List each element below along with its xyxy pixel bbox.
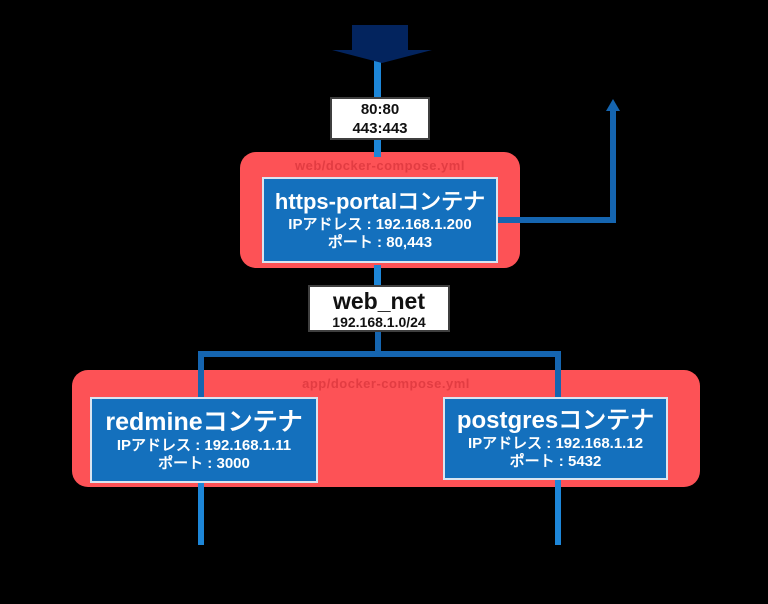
- connector-portal-to-network: [374, 265, 381, 286]
- connector-portal-out-vertical: [610, 110, 616, 223]
- connector-portal-out-horizontal: [498, 217, 616, 223]
- connector-network-to-bus: [375, 330, 381, 357]
- node-https-portal: https-portalコンテナ IPアドレス : 192.168.1.200 …: [262, 177, 498, 263]
- port-mapping-line1: 80:80: [360, 100, 400, 118]
- https-portal-ip: IPアドレス : 192.168.1.200: [288, 216, 472, 233]
- up-arrowhead-icon: [606, 99, 620, 111]
- connector-bus-to-postgres: [555, 351, 561, 399]
- postgres-title: postgresコンテナ: [456, 407, 655, 434]
- redmine-ip: IPアドレス : 192.168.1.11: [116, 437, 292, 454]
- port-mapping-label: 80:80 443:443: [330, 97, 430, 140]
- node-postgres: postgresコンテナ IPアドレス : 192.168.1.12 ポート :…: [443, 397, 668, 480]
- redmine-port: ポート : 3000: [158, 455, 250, 472]
- connector-bus-to-redmine: [198, 351, 204, 399]
- port-mapping-line2: 443:443: [352, 119, 408, 137]
- compose-group-web-label: web/docker-compose.yml: [295, 158, 465, 173]
- postgres-ip: IPアドレス : 192.168.1.12: [467, 435, 644, 452]
- network-label-web-net: web_net 192.168.1.0/24: [308, 285, 450, 332]
- network-subnet: 192.168.1.0/24: [332, 313, 426, 330]
- redmine-title: redmineコンテナ: [105, 408, 303, 436]
- connector-redmine-down: [198, 480, 204, 545]
- https-portal-port: ポート : 80,443: [327, 234, 433, 251]
- inbound-traffic-arrow-icon: [332, 25, 432, 63]
- https-portal-title: https-portalコンテナ: [274, 189, 486, 214]
- connector-bus-horizontal: [198, 351, 561, 357]
- node-redmine: redmineコンテナ IPアドレス : 192.168.1.11 ポート : …: [90, 397, 318, 483]
- connector-postgres-down: [555, 478, 561, 545]
- postgres-port: ポート : 5432: [509, 453, 602, 470]
- network-name: web_net: [332, 287, 426, 314]
- compose-group-app-label: app/docker-compose.yml: [302, 376, 470, 391]
- connector-ports-to-portal: [374, 140, 381, 157]
- connector-arrow-to-ports: [374, 60, 381, 98]
